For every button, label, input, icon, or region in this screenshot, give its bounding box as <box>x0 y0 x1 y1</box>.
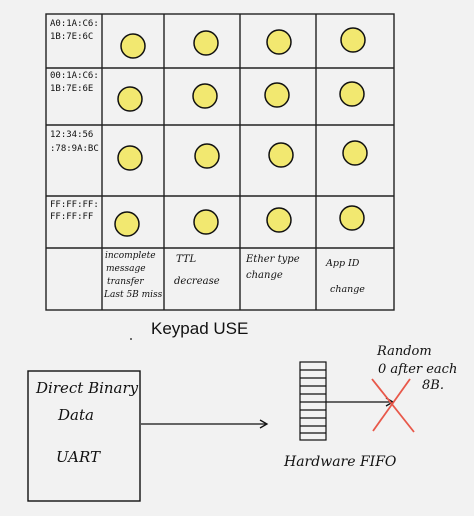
keypad-button-r4-c1[interactable] <box>114 211 140 237</box>
keypad-button-r3-c4[interactable] <box>342 140 368 166</box>
cross-stroke <box>371 378 415 433</box>
keypad-button-r1-c3[interactable] <box>266 29 292 55</box>
mac-label-row-2: 00:1A:C6:1B:7E:6E <box>50 71 99 94</box>
keypad-button-r4-c2[interactable] <box>193 209 219 235</box>
keypad-button-r2-c4[interactable] <box>339 81 365 107</box>
keypad-button-r3-c1[interactable] <box>117 145 143 171</box>
uart-to-fifo-arrow <box>141 419 269 429</box>
cross-stroke <box>372 378 411 432</box>
keypad-button-r3-c2[interactable] <box>194 143 220 169</box>
keypad-button-r4-c4[interactable] <box>339 205 365 231</box>
mac-label-row-3: 12:34:56:78:9A:BC <box>50 130 99 154</box>
keypad-button-r1-c1[interactable] <box>120 33 146 59</box>
keypad-title: Keypad USE <box>151 319 248 338</box>
keypad-button-r4-c3[interactable] <box>266 207 292 233</box>
fifo-to-drop-arrow <box>326 397 395 407</box>
keypad-button-r2-c2[interactable] <box>192 83 218 109</box>
stray-dot <box>130 338 132 340</box>
mac-label-row-4: FF:FF:FF:FF:FF:FF <box>50 200 99 222</box>
keypad-buttons <box>114 27 368 237</box>
keypad-button-r1-c4[interactable] <box>340 27 366 53</box>
keypad-grid <box>45 13 395 311</box>
hardware-fifo <box>299 361 327 441</box>
drop-cross-icon <box>371 378 415 433</box>
keypad-button-r2-c3[interactable] <box>264 82 290 108</box>
fifo-label: Hardware FIFO <box>283 454 397 470</box>
keypad-outline <box>45 13 395 311</box>
keypad-button-r2-c1[interactable] <box>117 86 143 112</box>
uart-source-box <box>27 370 141 502</box>
keypad-button-r3-c3[interactable] <box>268 142 294 168</box>
keypad-button-r1-c2[interactable] <box>193 30 219 56</box>
mac-label-row-1: A0:1A:C6:1B:7E:6C <box>50 19 99 42</box>
